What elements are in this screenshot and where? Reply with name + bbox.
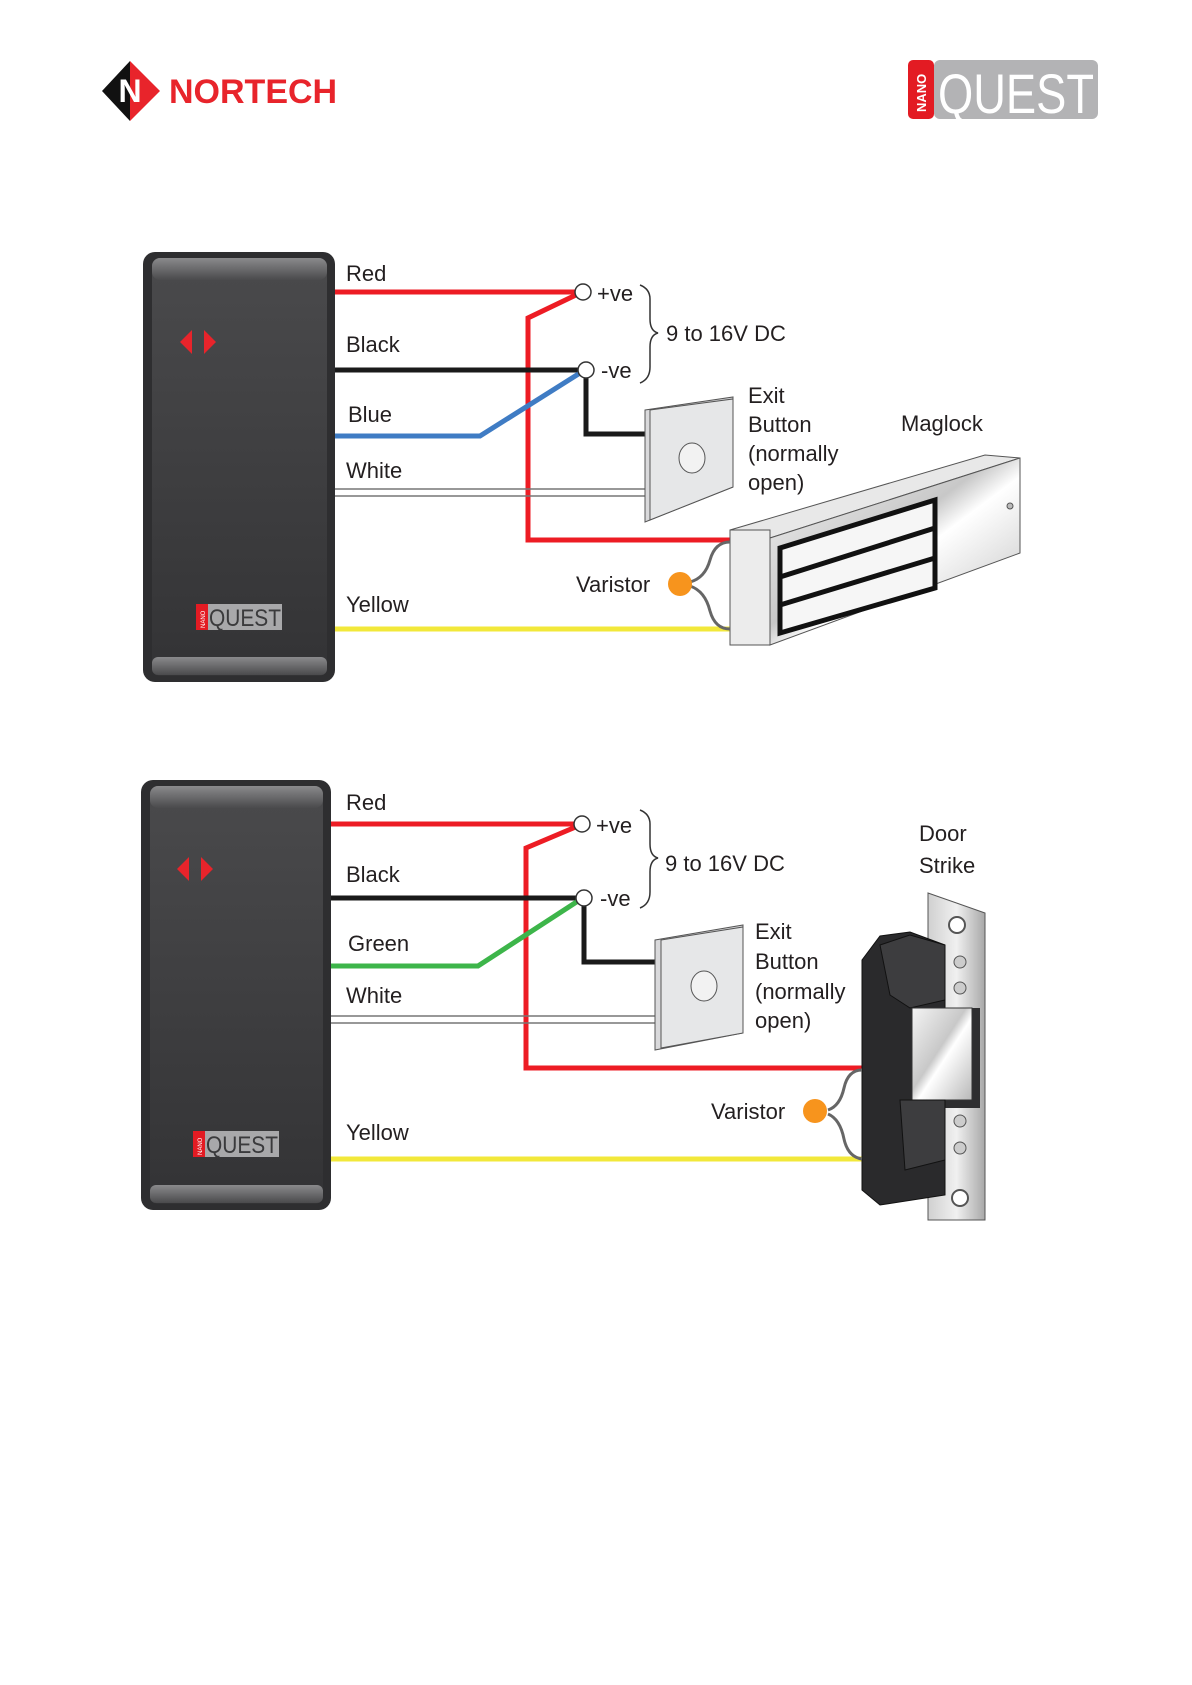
reader-badge-prefix: NANO: [198, 1137, 204, 1155]
nanoquest-logo: NANO QUEST: [908, 60, 1098, 125]
exit-button-label-line1: Exit: [748, 383, 785, 408]
nanoquest-name: QUEST: [938, 62, 1094, 125]
exit-button-device: [645, 397, 733, 522]
wire-label-black: Black: [346, 862, 401, 887]
maglock-device: [690, 455, 1020, 645]
negative-label: -ve: [600, 886, 631, 911]
reader-badge-name: QUEST: [209, 605, 281, 632]
reader-badge-prefix: NANO: [201, 610, 207, 628]
varistor-label: Varistor: [711, 1099, 785, 1124]
wire-label-yellow: Yellow: [346, 1120, 409, 1145]
positive-terminal: [575, 284, 591, 300]
white-wire: [331, 1016, 658, 1023]
wire-label-red: Red: [346, 790, 386, 815]
wire-label-red: Red: [346, 261, 386, 286]
svg-text:N: N: [118, 73, 141, 109]
reader-device: NANO QUEST: [143, 252, 335, 682]
maglock-label: Maglock: [901, 411, 984, 436]
door-strike-label-line1: Door: [919, 821, 967, 846]
supply-label: 9 to 16V DC: [665, 851, 785, 876]
varistor-icon: [668, 572, 692, 596]
black-wire-to-exit: [586, 378, 648, 434]
exit-button-label-line4: open): [755, 1008, 811, 1033]
exit-button-device: [655, 925, 743, 1050]
wire-label-white: White: [346, 458, 402, 483]
negative-terminal: [578, 362, 594, 378]
supply-label: 9 to 16V DC: [666, 321, 786, 346]
black-wire-to-exit: [584, 906, 658, 962]
nortech-logo-text: NORTECH: [169, 73, 337, 111]
wire-label-black: Black: [346, 332, 401, 357]
white-wire: [335, 489, 648, 496]
exit-button-label-line3: (normally: [755, 979, 845, 1004]
varistor-label: Varistor: [576, 572, 650, 597]
nortech-logo: N NORTECH: [102, 61, 337, 121]
reader-device: NANO QUEST: [141, 780, 331, 1210]
nanoquest-prefix: NANO: [914, 74, 929, 112]
wire-label-blue: Blue: [348, 402, 392, 427]
maglock-diagram: NANO QUEST Red Black Blue White Yellow +…: [143, 252, 1020, 682]
negative-terminal: [576, 890, 592, 906]
wire-label-green: Green: [348, 931, 409, 956]
exit-button-label-line1: Exit: [755, 919, 792, 944]
exit-button-label-line4: open): [748, 470, 804, 495]
wire-label-yellow: Yellow: [346, 592, 409, 617]
negative-label: -ve: [601, 358, 632, 383]
door-strike-diagram: NANO QUEST Red Black Green White Yellow …: [141, 780, 985, 1220]
positive-label: +ve: [597, 281, 633, 306]
varistor-icon: [803, 1099, 827, 1123]
brace-icon: [640, 285, 658, 383]
reader-badge-name: QUEST: [206, 1132, 278, 1159]
door-strike-device: [828, 893, 985, 1220]
brace-icon: [640, 810, 658, 908]
positive-terminal: [574, 816, 590, 832]
exit-button-label-line3: (normally: [748, 441, 838, 466]
exit-button-label-line2: Button: [748, 412, 812, 437]
positive-label: +ve: [596, 813, 632, 838]
door-strike-label-line2: Strike: [919, 853, 975, 878]
exit-button-label-line2: Button: [755, 949, 819, 974]
wire-label-white: White: [346, 983, 402, 1008]
